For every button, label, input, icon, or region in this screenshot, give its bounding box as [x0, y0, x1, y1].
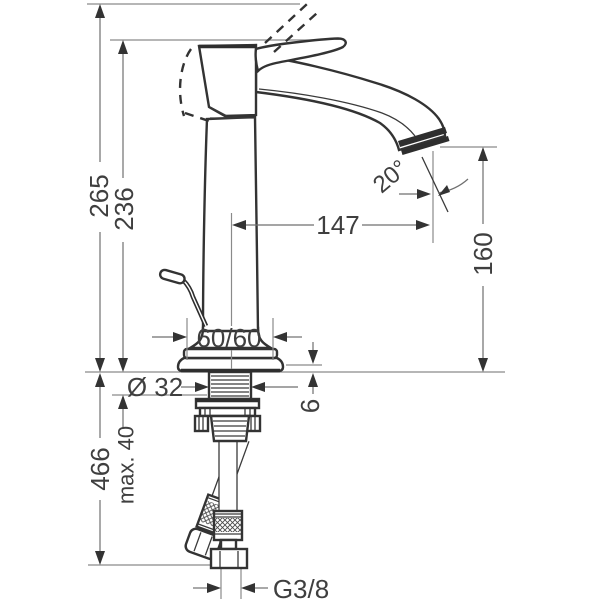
handle-body — [197, 43, 258, 118]
dim-hole-diameter: Ø 32 — [127, 372, 183, 402]
raised-lever-dashed-outline — [178, 3, 318, 123]
dimension-lines — [95, 4, 488, 593]
popup-rod — [158, 268, 209, 327]
supply-hoses — [184, 435, 250, 570]
construction-lines — [186, 151, 449, 369]
hose-nut — [209, 547, 249, 570]
vertical-hose — [209, 438, 249, 570]
mounting-shank — [193, 370, 262, 443]
aerator — [398, 127, 447, 147]
dim-spout-reach: 147 — [316, 210, 359, 240]
dim-base-plate-height: 6 — [295, 399, 325, 413]
dim-outlet-height: 160 — [468, 232, 498, 275]
dim-connection-thread: G3/8 — [273, 574, 329, 600]
dim-overall-height: 265 — [84, 174, 114, 217]
lever-handle — [254, 37, 347, 74]
body-column — [201, 115, 260, 333]
dim-hose-length: 466 — [85, 447, 115, 490]
faucet-body — [158, 37, 450, 373]
dim-base-footprint: 60/60 — [196, 323, 261, 353]
dimension-labels: 265 236 147 160 20° 60/60 Ø 32 6 466 max… — [84, 155, 498, 600]
dim-handle-height: 236 — [109, 187, 139, 230]
dim-max-counter: max. 40 — [114, 426, 139, 504]
base-flare — [185, 326, 276, 350]
extension-lines — [85, 3, 505, 599]
